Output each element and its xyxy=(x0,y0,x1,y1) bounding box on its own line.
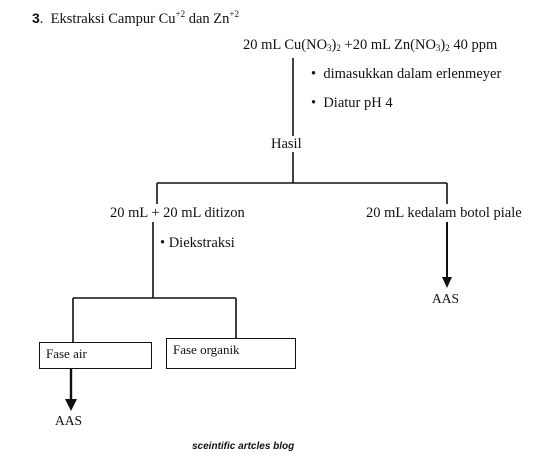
bullet-icon: • xyxy=(311,95,317,111)
start-sample-label: 20 mL Cu(NO3)2 +20 mL Zn(NO3)2 40 ppm xyxy=(243,37,498,53)
right-branch-label: 20 mL kedalam botol piale xyxy=(366,205,522,221)
bullet-icon: • xyxy=(311,66,317,82)
arrow-down-icon xyxy=(65,399,77,411)
step-item: • dimasukkan dalam erlenmeyer xyxy=(311,67,501,82)
bottom-result-aas: AAS xyxy=(55,413,83,428)
hasil-label: Hasil xyxy=(271,136,302,152)
bullet-icon: • xyxy=(160,235,166,251)
title-charge-zn: +2 xyxy=(229,9,239,19)
step-item: • Diatur pH 4 xyxy=(311,96,393,111)
section-number: 3 xyxy=(32,10,40,26)
fase-organik-box: Fase organik xyxy=(166,338,296,369)
arrow-down-icon xyxy=(442,277,452,288)
caption: sceintific artcles blog xyxy=(192,441,295,452)
step-text: Diekstraksi xyxy=(168,235,235,251)
left-branch-label: 20 mL + 20 mL ditizon xyxy=(110,205,245,221)
title-mid: dan Zn xyxy=(185,11,230,27)
step-text: dimasukkan dalam erlenmeyer xyxy=(323,66,502,82)
title-text: Ekstraksi Campur Cu xyxy=(50,11,176,27)
step-text: Diatur pH 4 xyxy=(323,95,393,111)
right-result-aas: AAS xyxy=(432,291,460,306)
fase-air-box: Fase air xyxy=(39,342,152,369)
fase-air-label: Fase air xyxy=(46,346,87,361)
left-branch-step: • Diekstraksi xyxy=(160,236,235,251)
fase-organik-label: Fase organik xyxy=(173,342,240,357)
title-charge-cu: +2 xyxy=(175,9,186,19)
section-title: 3. Ekstraksi Campur Cu+2 dan Zn+2 xyxy=(32,9,239,27)
